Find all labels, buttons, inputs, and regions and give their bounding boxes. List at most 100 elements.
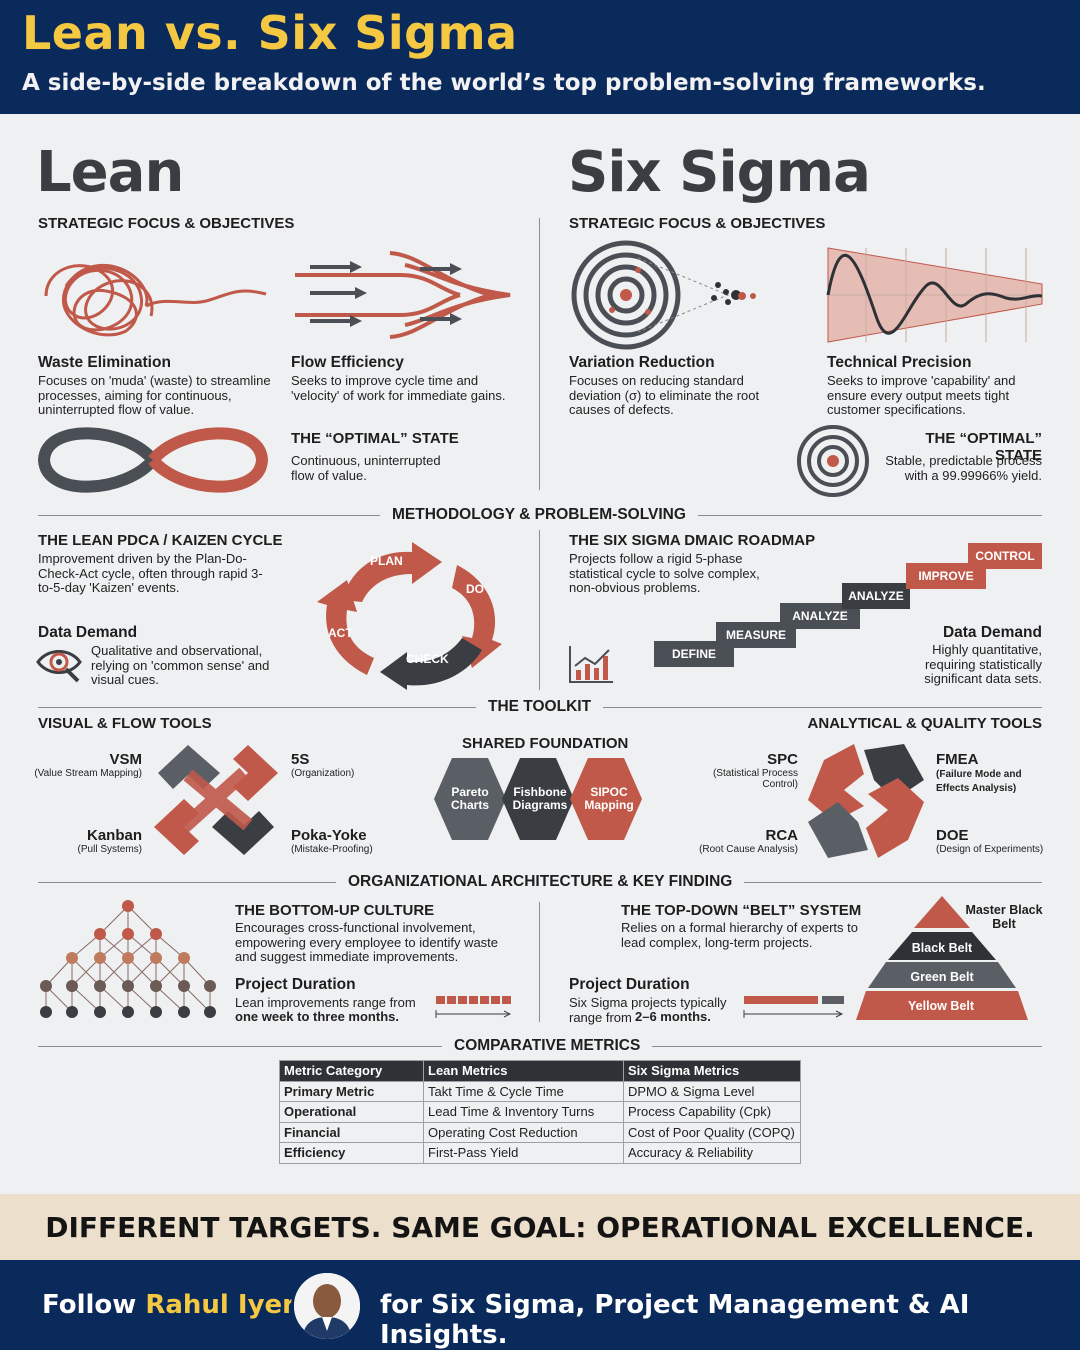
page-title: Lean vs. Six Sigma [22, 6, 518, 60]
tangle-icon [44, 264, 267, 337]
dmaic-title: THE SIX SIGMA DMAIC ROADMAP [569, 532, 816, 549]
pdca-text: Improvement driven by the Plan-Do-Check-… [38, 551, 263, 595]
flow-arrows-icon [295, 251, 511, 339]
tool-fmea-sub: (Failure Mode and Effects Analysis) [936, 769, 1022, 794]
belt-yellow: Yellow Belt [908, 999, 974, 1013]
table-cell: Process Capability (Cpk) [623, 1101, 801, 1123]
variation-title: Variation Reduction [569, 354, 715, 371]
lean-culture-text: Encourages cross-functional involvement,… [235, 920, 499, 964]
shared-pareto: Pareto Charts [450, 785, 489, 812]
footer-author-name[interactable]: Rahul Iyer [145, 1290, 295, 1320]
sigma-duration-text: Six Sigma projects typically range from [569, 995, 727, 1025]
metrics-col-sigma: Six Sigma Metrics [623, 1060, 801, 1082]
metrics-heading: COMPARATIVE METRICS [442, 1037, 653, 1055]
lean-culture-title: THE BOTTOM-UP CULTURE [235, 902, 435, 919]
shared-sipoc: SIPOC Mapping [584, 785, 634, 812]
sigma-culture-title: THE TOP-DOWN “BELT” SYSTEM [621, 902, 862, 919]
waste-text: Focuses on 'muda' (waste) to streamline … [38, 373, 271, 417]
pdca-label-plan: PLAN [370, 554, 403, 568]
metrics-table: Metric Category Lean Metrics Six Sigma M… [279, 1060, 801, 1164]
pdca-label-do: DO [466, 582, 484, 596]
belt-pyramid [856, 896, 1028, 1020]
metrics-header-row: Metric Category Lean Metrics Six Sigma M… [279, 1060, 801, 1082]
shared-hexagons [434, 758, 642, 840]
lean-title: Lean [36, 140, 184, 205]
footer-bar [0, 1260, 1080, 1350]
bullseye-icon [797, 425, 869, 497]
tool-spc-sub: (Statistical Process Control) [712, 768, 798, 790]
lean-data-text: Qualitative and observational, relying o… [91, 643, 270, 687]
table-cell: Primary Metric [279, 1080, 424, 1102]
sigma-focus-heading: STRATEGIC FOCUS & OBJECTIVES [569, 215, 826, 232]
sigma-culture-text: Relies on a formal hierarchy of experts … [621, 920, 858, 950]
waste-title: Waste Elimination [38, 354, 171, 371]
sigma-data-text: Highly quantitative, requiring statistic… [924, 642, 1042, 686]
page-subtitle: A side-by-side breakdown of the world’s … [22, 70, 986, 96]
tool-kanban-sub: (Pull Systems) [77, 844, 142, 855]
sigma-tools-knot-icon [808, 744, 924, 858]
lean-duration-bar [435, 996, 512, 1018]
pdca-label-check: CHECK [406, 652, 449, 666]
table-cell: Financial [279, 1121, 424, 1143]
lean-duration-title: Project Duration [235, 976, 356, 993]
lean-duration-text: Lean improvements range from [235, 995, 416, 1010]
center-divider [539, 218, 540, 490]
tool-spc-name: SPC [767, 751, 798, 768]
table-row: Primary Metric Takt Time & Cycle Time DP… [279, 1080, 801, 1102]
tool-doe-sub: (Design of Experiments) [936, 844, 1044, 855]
toolkit-heading: THE TOOLKIT [476, 698, 604, 716]
dmaic-step-analyze-2: ANALYZE [842, 583, 910, 609]
tool-5s-name: 5S [291, 751, 310, 768]
key-banner-text: DIFFERENT TARGETS. SAME GOAL: OPERATIONA… [45, 1211, 1035, 1244]
damped-wave-icon [826, 247, 1043, 343]
shared-fishbone: Fishbone Diagrams [512, 785, 568, 812]
belt-black: Black Belt [911, 941, 973, 955]
metrics-col-lean: Lean Metrics [423, 1060, 624, 1082]
dmaic-text: Projects follow a rigid 5-phase statisti… [569, 551, 760, 595]
table-row: Efficiency First-Pass Yield Accuracy & R… [279, 1142, 801, 1164]
bar-chart-icon [569, 646, 613, 683]
lean-data-title: Data Demand [38, 624, 138, 641]
infinity-icon [37, 427, 269, 493]
visual-tools-heading: VISUAL & FLOW TOOLS [38, 715, 212, 732]
tool-vsm-name: VSM [109, 751, 142, 768]
sigma-duration-title: Project Duration [569, 976, 690, 993]
network-tree-icon [40, 900, 216, 1018]
org-heading: ORGANIZATIONAL ARCHITECTURE & KEY FINDIN… [336, 873, 745, 891]
precision-text: Seeks to improve 'capability' and ensure… [827, 373, 1016, 417]
lean-optimal-text: Continuous, uninterrupted flow of value. [291, 453, 441, 483]
org-divider [539, 902, 540, 1022]
table-cell: Lead Time & Inventory Turns [423, 1101, 624, 1123]
table-row: Financial Operating Cost Reduction Cost … [279, 1121, 801, 1143]
key-banner [0, 1194, 1080, 1260]
methodology-heading: METHODOLOGY & PROBLEM-SOLVING [380, 506, 698, 524]
tool-doe-name: DOE [936, 827, 969, 844]
pdca-title: THE LEAN PDCA / KAIZEN CYCLE [38, 532, 283, 549]
table-cell: Cost of Poor Quality (COPQ) [623, 1121, 801, 1143]
pdca-label-act: ACT [328, 626, 353, 640]
lean-optimal-title: THE “OPTIMAL” STATE [291, 430, 459, 447]
eye-magnifier-icon [36, 650, 82, 683]
methodology-divider [539, 530, 540, 690]
avatar[interactable] [291, 1270, 363, 1342]
sigma-duration-bold: 2–6 months. [635, 1009, 711, 1024]
analytical-tools-heading: ANALYTICAL & QUALITY TOOLS [807, 715, 1042, 732]
sigma-data-title: Data Demand [942, 624, 1042, 641]
dmaic-step-measure: MEASURE [716, 622, 796, 648]
flow-title: Flow Efficiency [291, 354, 404, 371]
table-cell: Takt Time & Cycle Time [423, 1080, 624, 1102]
metrics-col-category: Metric Category [279, 1060, 424, 1082]
footer-follow-word: Follow [42, 1290, 137, 1320]
belt-green: Green Belt [910, 970, 974, 984]
table-cell: First-Pass Yield [423, 1142, 624, 1164]
flow-text: Seeks to improve cycle time and 'velocit… [291, 373, 506, 403]
lean-tools-knot-icon [154, 745, 278, 855]
pdca-cycle-icon [317, 542, 502, 690]
table-cell: DPMO & Sigma Level [623, 1080, 801, 1102]
dmaic-step-control: CONTROL [968, 543, 1042, 569]
footer-follow: Follow Rahul Iyer [42, 1290, 295, 1320]
header-bar [0, 0, 1080, 114]
table-cell: Operational [279, 1101, 424, 1123]
shared-foundation-heading: SHARED FOUNDATION [462, 735, 629, 752]
tool-rca-sub: (Root Cause Analysis) [699, 844, 798, 855]
